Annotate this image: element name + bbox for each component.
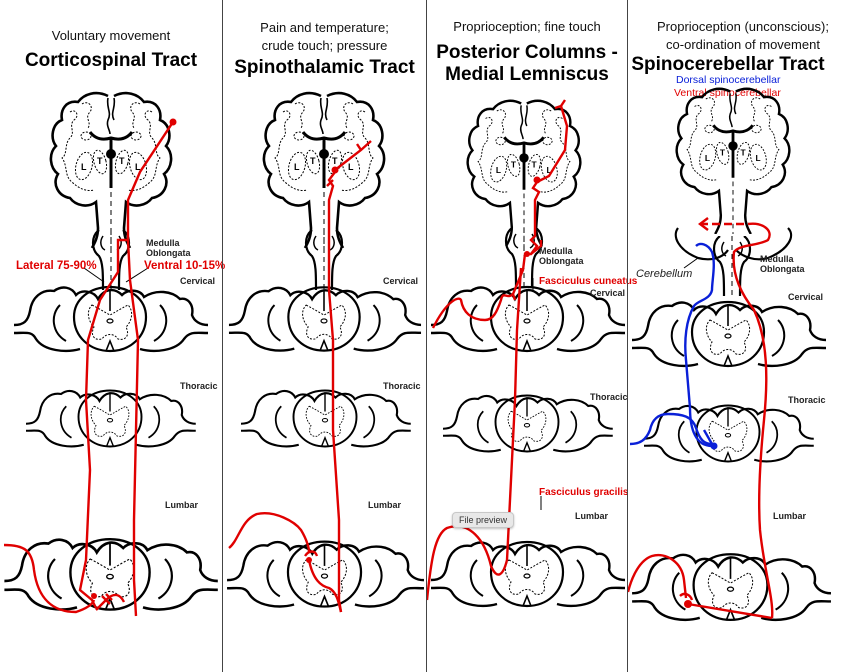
subtitle-line: Proprioception (unconscious); bbox=[657, 19, 829, 34]
cerebellum-arrow bbox=[683, 257, 699, 269]
lateral-arrow bbox=[83, 267, 105, 283]
panel-spinothalamic: Pain and temperature; crude touch; press… bbox=[223, 0, 426, 672]
panel-subtitle: Proprioception (unconscious); co-ordinat… bbox=[628, 18, 858, 54]
panel-title: Corticospinal Tract bbox=[24, 50, 198, 71]
cervical-section bbox=[630, 300, 828, 368]
label-fasciculus-cuneatus: Fasciculus cuneatus bbox=[539, 276, 638, 287]
label-cervical: Cervical bbox=[180, 276, 216, 286]
label-lumbar: Lumbar bbox=[773, 511, 807, 521]
label-thoracic: Thoracic bbox=[383, 381, 421, 391]
label-cervical: Cervical bbox=[590, 288, 626, 298]
spinocerebellar-diagram bbox=[628, 87, 833, 622]
spinothalamic-diagram bbox=[225, 91, 426, 613]
medulla-line: Medulla bbox=[146, 238, 180, 248]
oblongata-line: Oblongata bbox=[146, 248, 191, 258]
brain-section bbox=[262, 91, 386, 248]
lumbar-section bbox=[429, 540, 627, 608]
subtitle-line: Voluntary movement bbox=[51, 28, 171, 43]
title-line: Medial Lemniscus bbox=[445, 64, 609, 85]
posterior-columns-diagram bbox=[427, 99, 627, 608]
ventral-spinocerebellar-tract bbox=[628, 217, 774, 620]
label-medulla: Medulla Oblongata bbox=[146, 238, 191, 258]
label-cervical: Cervical bbox=[383, 276, 419, 286]
medulla-line: Medulla bbox=[539, 246, 573, 256]
medial-lemniscus-tract bbox=[427, 99, 569, 601]
cervical-section bbox=[12, 285, 210, 353]
oblongata-line: Oblongata bbox=[539, 256, 584, 266]
panel-title: Spinocerebellar Tract bbox=[631, 54, 825, 75]
label-lumbar: Lumbar bbox=[575, 511, 609, 521]
thoracic-section bbox=[441, 394, 614, 453]
panel-title: Posterior Columns - Medial Lemniscus bbox=[427, 42, 627, 86]
label-medulla: Medulla Oblongata bbox=[539, 246, 584, 266]
subtitle-line: crude touch; pressure bbox=[261, 38, 388, 53]
file-preview-tooltip: File preview bbox=[452, 512, 515, 528]
label-thoracic: Thoracic bbox=[180, 381, 218, 391]
oblongata-line: Oblongata bbox=[760, 264, 805, 274]
subtitle-line: Proprioception; fine touch bbox=[453, 19, 601, 34]
medulla-oblongata bbox=[304, 230, 344, 290]
medulla-line: Medulla bbox=[760, 254, 794, 264]
thoracic-section bbox=[24, 389, 197, 448]
brain-section bbox=[49, 91, 173, 248]
panel-subtitle: Proprioception; fine touch bbox=[427, 18, 627, 36]
label-cervical: Cervical bbox=[788, 292, 824, 302]
panel-spinocerebellar: Proprioception (unconscious); co-ordinat… bbox=[628, 0, 858, 672]
brain-section bbox=[466, 99, 582, 246]
dorsal-spinocerebellar-tract bbox=[629, 242, 715, 448]
subtitle-line: Pain and temperature; bbox=[260, 20, 389, 35]
medulla-oblongata bbox=[712, 236, 752, 296]
title-line: Posterior Columns - bbox=[436, 42, 618, 63]
thoracic-section bbox=[239, 389, 412, 448]
panel-subtitle: Voluntary movement bbox=[0, 27, 222, 45]
panel-subtitle: Pain and temperature; crude touch; press… bbox=[223, 19, 426, 55]
label-cerebellum: Cerebellum bbox=[636, 268, 693, 280]
subtitle-line: co-ordination of movement bbox=[666, 37, 820, 52]
label-lumbar: Lumbar bbox=[368, 500, 402, 510]
spinothalamic-tract bbox=[228, 140, 372, 613]
corticospinal-tract bbox=[3, 121, 175, 617]
label-ventral: Ventral 10-15% bbox=[144, 260, 226, 272]
legend-dorsal: Dorsal spinocerebellar bbox=[676, 74, 781, 86]
label-medulla: Medulla Oblongata bbox=[760, 254, 805, 274]
corticospinal-diagram bbox=[2, 91, 220, 617]
panel-posterior-columns: Proprioception; fine touch Posterior Col… bbox=[427, 0, 637, 672]
panel-divider bbox=[222, 0, 223, 672]
panel-divider bbox=[426, 0, 427, 672]
label-thoracic: Thoracic bbox=[590, 392, 628, 402]
brain-section bbox=[675, 87, 791, 234]
panel-title: Spinothalamic Tract bbox=[234, 57, 415, 78]
panel-corticospinal: Voluntary movement Corticospinal Tract M… bbox=[0, 0, 226, 672]
label-lateral: Lateral 75-90% bbox=[16, 260, 97, 272]
label-fasciculus-gracilis: Fasciculus gracilis bbox=[539, 487, 629, 498]
panel-divider bbox=[627, 0, 628, 672]
lumbar-section bbox=[225, 539, 426, 609]
label-lumbar: Lumbar bbox=[165, 500, 199, 510]
cervical-section bbox=[227, 286, 423, 352]
label-thoracic: Thoracic bbox=[788, 395, 826, 405]
